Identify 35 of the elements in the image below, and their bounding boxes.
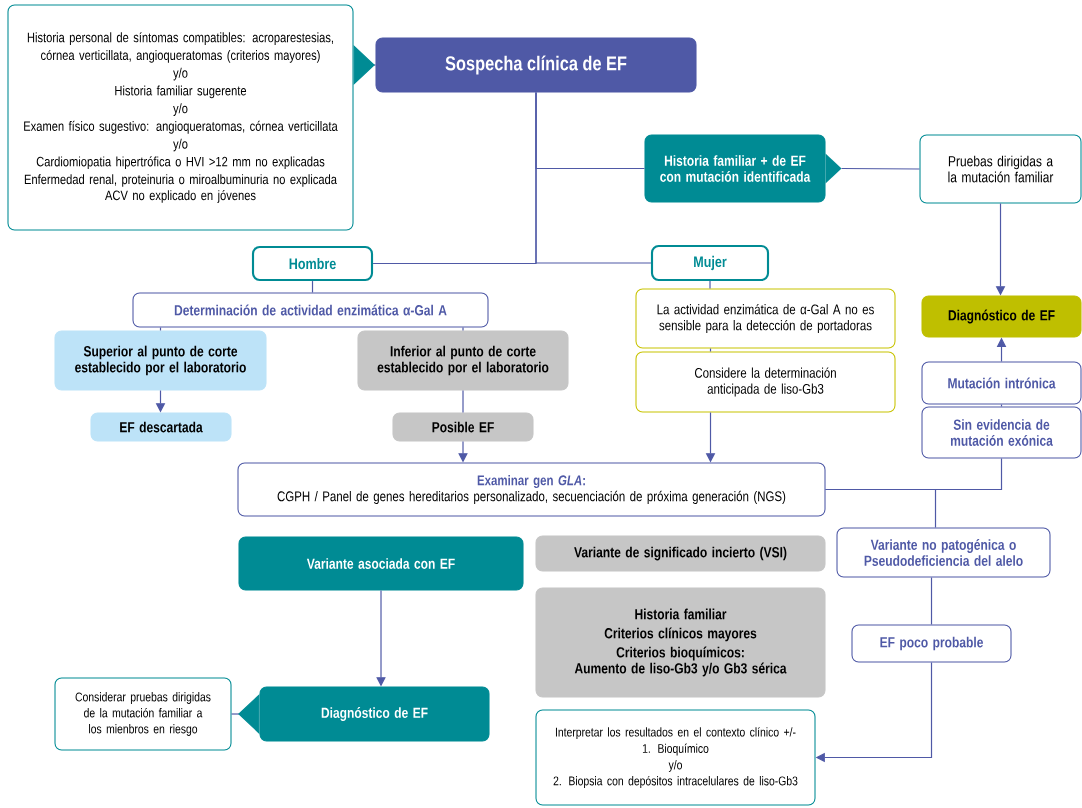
connector	[535, 91, 652, 264]
connector	[709, 347, 712, 353]
connector	[709, 280, 711, 290]
title-box: Sospecha clínica de EF	[375, 37, 697, 93]
connector	[840, 167, 921, 170]
result-box: Superior al punto de corte establecido por el laboratorio	[54, 330, 267, 391]
connector	[311, 280, 314, 294]
note-box: La actividad enzimática de α-Gal A no es sensible para la detección de portadoras	[635, 288, 896, 349]
branch-box: Mujer	[650, 244, 770, 282]
note-box: Pruebas dirigidas a la mutación familiar	[919, 134, 1082, 204]
connector	[462, 389, 464, 414]
process-box: Sin evidencia de mutación exónica	[921, 406, 1082, 459]
process-box: Mutación intrónica	[921, 361, 1082, 405]
result-box: Inferior al punto de corte establecido por el laboratorio	[357, 330, 569, 391]
process-box: Historia familiar + de EF con mutación identificada	[644, 134, 842, 203]
result-box: Historia familiar Criterios clínicos mayores Criterios bioquímicos: Aumento de liso-Gb3 y/o Gb3 sérica	[535, 587, 826, 698]
connector	[159, 326, 162, 332]
connector	[824, 488, 937, 529]
process-box: Examinar gen GLA: CGPH / Panel de genes hereditarios personalizado, secuenciación de próxima generación (NGS)	[237, 462, 826, 517]
connector	[1000, 403, 1003, 408]
diagnosis-box: Diagnóstico de EF	[921, 295, 1082, 338]
note-box: Interpretar los resultados en el contexto clínico +/- 1. Bioquímico y/o 2. Biopsia con depósitos intracelulares de liso-Gb3	[535, 709, 816, 806]
process-box: EF poco probable	[851, 624, 1012, 663]
result-box: EF descartada	[90, 412, 232, 442]
note-box: Considerar pruebas dirigidas de la mutación familiar a los mienbros en riesgo	[54, 677, 232, 751]
connector	[930, 576, 933, 626]
note-box: Historia personal de síntomas compatibles: acroparestesias, córnea verticillata, angioqueratomas (criterios mayores) y/o Historia familiar sugerente y/o Examen físico sugestivo: angioqueratomas, córnea verticillata y/o Cardiomiopatia hipertrófica o HVI >12 mm no explicadas Enfermedad renal, proteinuria o miroalbuminuria no explicada ACV no explicado en jóvenes	[7, 4, 354, 231]
note-box: Considere la determinación anticipada de liso-Gb3	[635, 351, 896, 413]
result-box: Posible EF	[392, 412, 534, 442]
branch-box: Hombre	[251, 245, 374, 282]
process-box: Variante asociada con EF	[238, 536, 524, 591]
result-box: Variante de significado incierto (VSI)	[535, 535, 826, 572]
process-box: Determinación de actividad enzimática α-Gal A	[132, 292, 489, 328]
connector	[462, 326, 464, 332]
process-box: Variante no patogénica o Pseudodeficiencia del alelo	[836, 527, 1051, 578]
